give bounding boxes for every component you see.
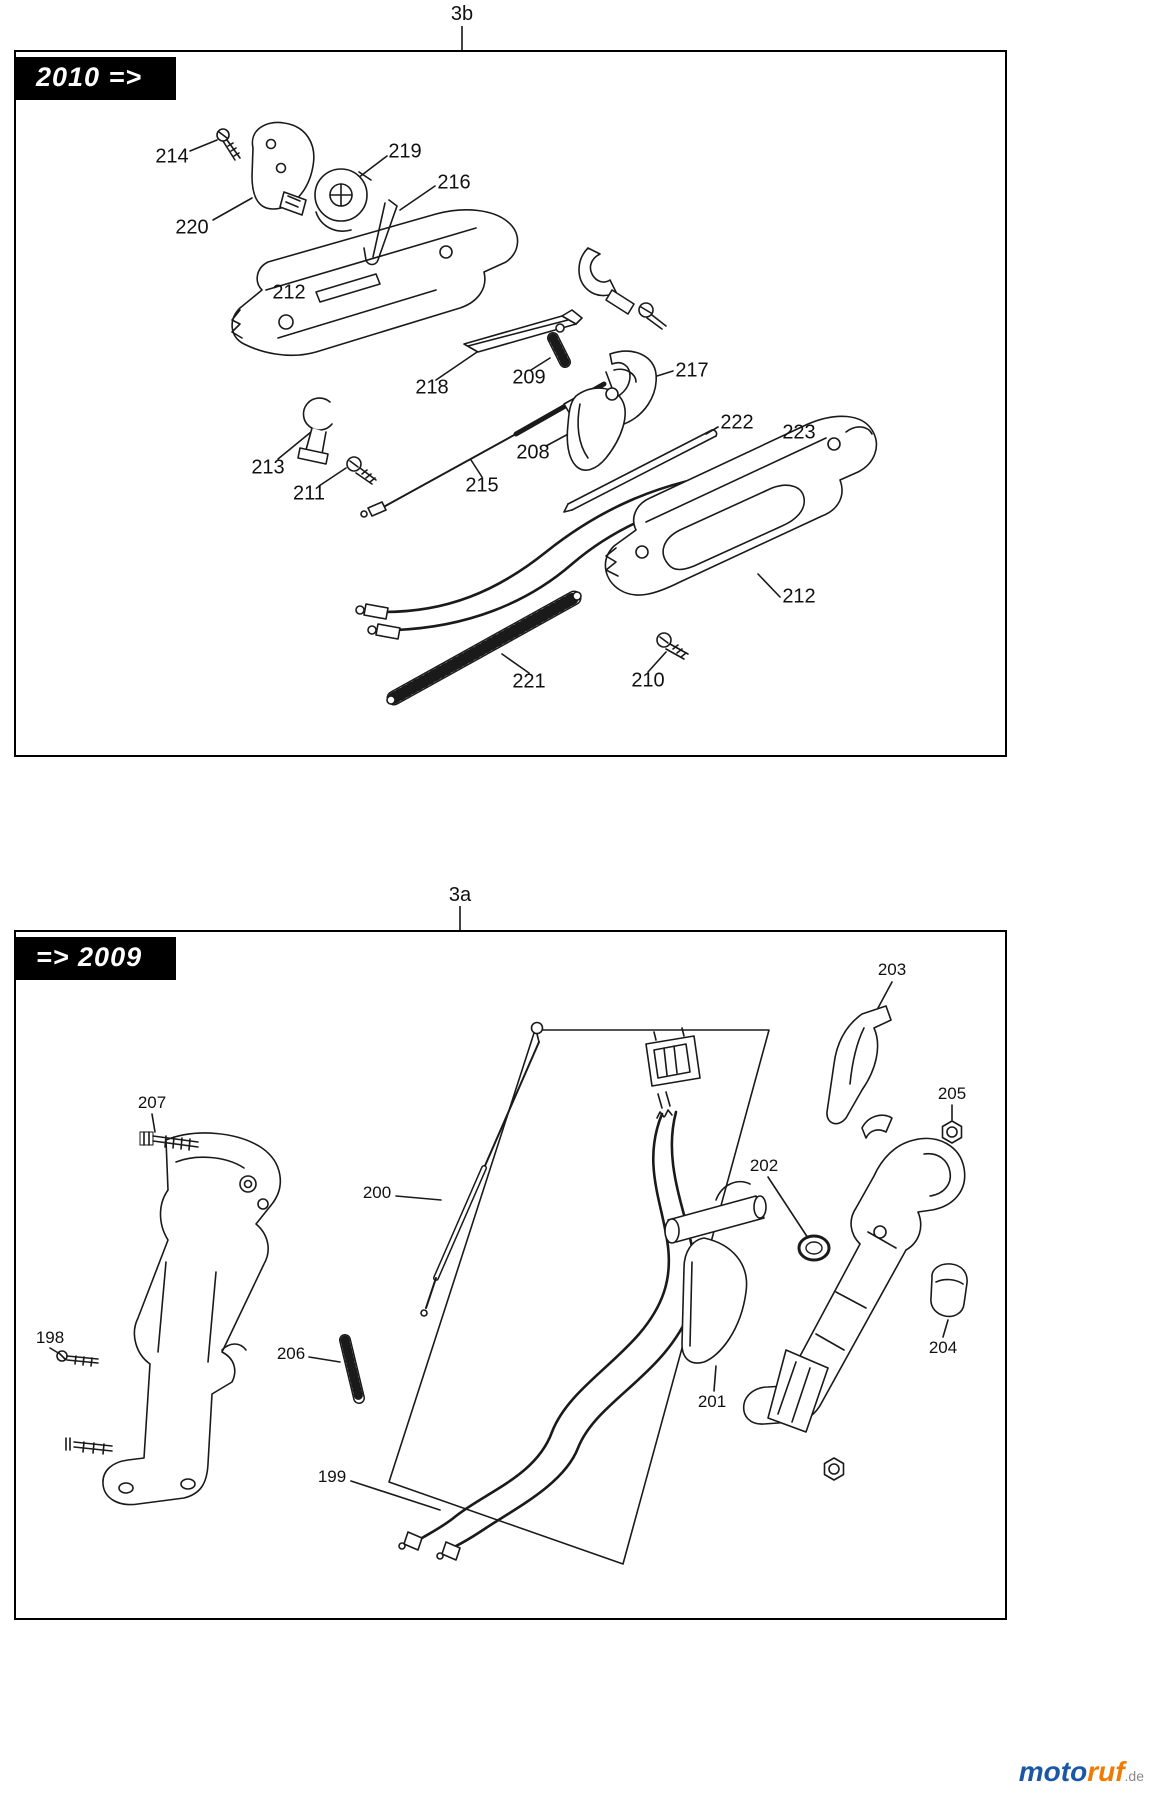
year-badge-2010: 2010 => <box>16 57 177 100</box>
throttle-trigger-208 <box>566 387 626 471</box>
section-label-3a: 3a <box>448 884 472 906</box>
logo-word-ruf: ruf <box>1087 1756 1125 1787</box>
lever-203 <box>826 1005 892 1125</box>
part-label-201: 201 <box>697 1392 727 1411</box>
o-ring-202 <box>797 1234 831 1262</box>
part-label-209: 209 <box>512 366 546 389</box>
group-box-outline <box>388 1029 770 1565</box>
connector-block <box>645 1027 701 1119</box>
cap-204 <box>930 1263 968 1318</box>
part-label-221: 221 <box>512 670 546 693</box>
switch-dial-219 <box>314 168 372 232</box>
motoruf-logo[interactable]: motoruf.de <box>1019 1756 1144 1788</box>
lower-housing-212 <box>604 415 878 596</box>
screw-210 <box>656 632 689 660</box>
bolt-207 <box>139 1131 199 1151</box>
right-housing <box>742 1114 966 1433</box>
part-label-220: 220 <box>175 216 209 239</box>
section-tick-3a <box>459 906 461 930</box>
part-label-219: 219 <box>388 140 422 163</box>
part-label-211: 211 <box>293 482 325 505</box>
part-label-215: 215 <box>465 474 499 497</box>
coil-spring-221 <box>386 590 582 706</box>
diagram-panel-3a: => 2009 207 203 205 202 200 206 198 201 … <box>14 930 1007 1620</box>
part-label-214: 214 <box>155 145 189 168</box>
cable-200 <box>420 1021 544 1317</box>
part-label-204: 204 <box>928 1338 958 1357</box>
nut-205 <box>941 1120 963 1144</box>
diagram-panel-3b: 2010 => 214 219 216 220 212 218 209 217 … <box>14 50 1007 757</box>
part-label-206: 206 <box>276 1344 306 1363</box>
upper-housing-212 <box>231 209 519 357</box>
trigger-201 <box>664 1180 767 1364</box>
screw-214 <box>216 128 241 161</box>
part-label-213: 213 <box>251 456 285 479</box>
part-label-217: 217 <box>675 359 709 382</box>
part-label-207: 207 <box>137 1093 167 1112</box>
year-badge-2009: => 2009 <box>16 937 177 980</box>
cables-199 <box>398 1110 697 1561</box>
part-label-205: 205 <box>937 1084 967 1103</box>
exploded-diagram-3b <box>189 121 878 706</box>
section-tick-3b <box>461 26 463 50</box>
part-label-202: 202 <box>749 1156 779 1175</box>
part-label-212b: 212 <box>782 585 816 608</box>
left-housing <box>102 1132 281 1506</box>
part-label-212: 212 <box>272 281 306 304</box>
part-label-216: 216 <box>437 171 471 194</box>
throttle-rod-218 <box>463 309 583 353</box>
part-label-203: 203 <box>877 960 907 979</box>
screws-198 <box>56 1350 113 1455</box>
section-label-3b: 3b <box>450 3 474 25</box>
part-label-222: 222 <box>720 411 754 434</box>
leader-lines-3b <box>189 139 783 674</box>
wire-clip-216 <box>363 199 398 266</box>
exploded-diagram-3a <box>49 981 968 1565</box>
spring-206 <box>339 1334 365 1404</box>
wire-link-222 <box>563 429 718 513</box>
spring-209 <box>547 323 571 368</box>
nut-bottom <box>823 1457 845 1481</box>
screw-211 <box>346 456 377 485</box>
part-label-218: 218 <box>415 376 449 399</box>
part-label-198: 198 <box>35 1328 65 1347</box>
clamp-213 <box>297 397 333 465</box>
part-label-199: 199 <box>317 1467 347 1486</box>
part-label-208: 208 <box>516 441 550 464</box>
part-label-223: 223 <box>782 421 816 444</box>
logo-tld: .de <box>1124 1768 1144 1784</box>
switch-cover-220 <box>251 121 315 216</box>
part-label-210: 210 <box>631 669 665 692</box>
part-label-200: 200 <box>362 1183 392 1202</box>
leader-lines-3a <box>49 981 953 1511</box>
logo-word-moto: moto <box>1018 1756 1088 1787</box>
cable-clamp-top <box>578 247 667 330</box>
